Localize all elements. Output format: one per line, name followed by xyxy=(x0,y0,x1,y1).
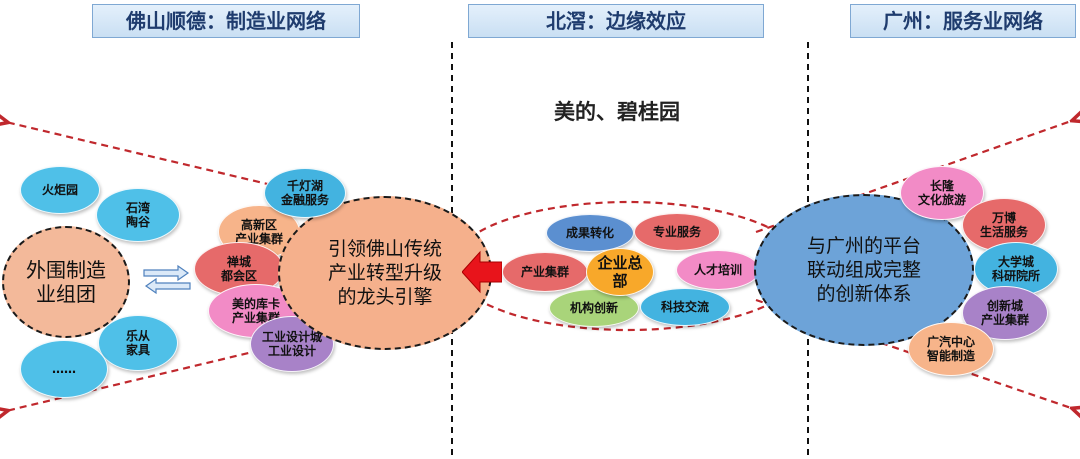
bubble-qiandenghu: 千灯湖 金融服务 xyxy=(264,168,346,218)
bubble-chuangxincheng: 创新城 产业集群 xyxy=(962,286,1048,340)
enterprise-hq: 企业总 部 xyxy=(586,248,654,296)
left-core-engine: 引领佛山传统 产业转型升级 的龙头引擎 xyxy=(278,196,492,350)
bubble-lecong: 乐从 家具 xyxy=(98,315,178,371)
exchange-arrows-icon xyxy=(143,264,191,295)
bubble-ellipsis: …… xyxy=(20,340,108,398)
bubble-chengguo: 成果转化 xyxy=(546,214,634,252)
header-center: 北滘：边缘效应 xyxy=(468,4,764,38)
bubble-chanye: 产业集群 xyxy=(502,252,588,292)
bubble-huojuyuan: 火炬园 xyxy=(20,166,100,214)
outer-manufacturing-cluster: 外围制造 业组团 xyxy=(2,226,130,338)
center-heading: 美的、碧桂园 xyxy=(554,100,680,124)
header-left: 佛山顺德：制造业网络 xyxy=(92,4,360,38)
header-right: 广州：服务业网络 xyxy=(850,4,1076,38)
bubble-shiwan: 石湾 陶谷 xyxy=(96,188,180,242)
left-red-arrow xyxy=(462,250,502,294)
bubble-rencai: 人才培训 xyxy=(676,250,760,290)
bubble-guangqi: 广汽中心 智能制造 xyxy=(908,322,994,376)
bubble-keji: 科技交流 xyxy=(640,288,730,326)
bubble-zhuanye: 专业服务 xyxy=(634,213,720,251)
upper-left-arrow-line xyxy=(6,122,471,234)
